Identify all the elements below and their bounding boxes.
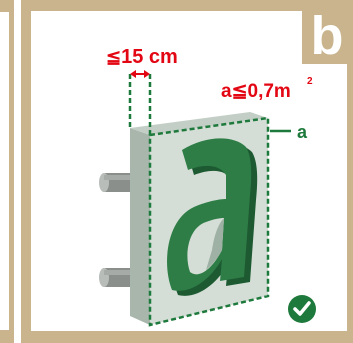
left-panel-inner (0, 12, 9, 330)
sign-top-side (130, 112, 268, 135)
callout-label: a (297, 122, 308, 142)
sign-letter-a (167, 138, 258, 296)
depth-value: 15 cm (121, 46, 178, 68)
corner-badge-letter: b (311, 6, 344, 66)
area-dashed-outline (148, 116, 270, 327)
depth-label: ≦15 cm (106, 46, 178, 68)
depth-arrow (130, 70, 150, 78)
area-label: a≦0,7m (221, 81, 291, 102)
area-symbol: a≦ (221, 81, 248, 102)
check-circle-icon (288, 295, 316, 323)
corner-badge (302, 0, 353, 64)
area-superscript: 2 (307, 76, 313, 87)
depth-guides (128, 74, 152, 135)
sign-left-side (130, 128, 150, 325)
area-value: 0,7m (248, 81, 291, 102)
depth-symbol: ≦ (106, 47, 121, 67)
